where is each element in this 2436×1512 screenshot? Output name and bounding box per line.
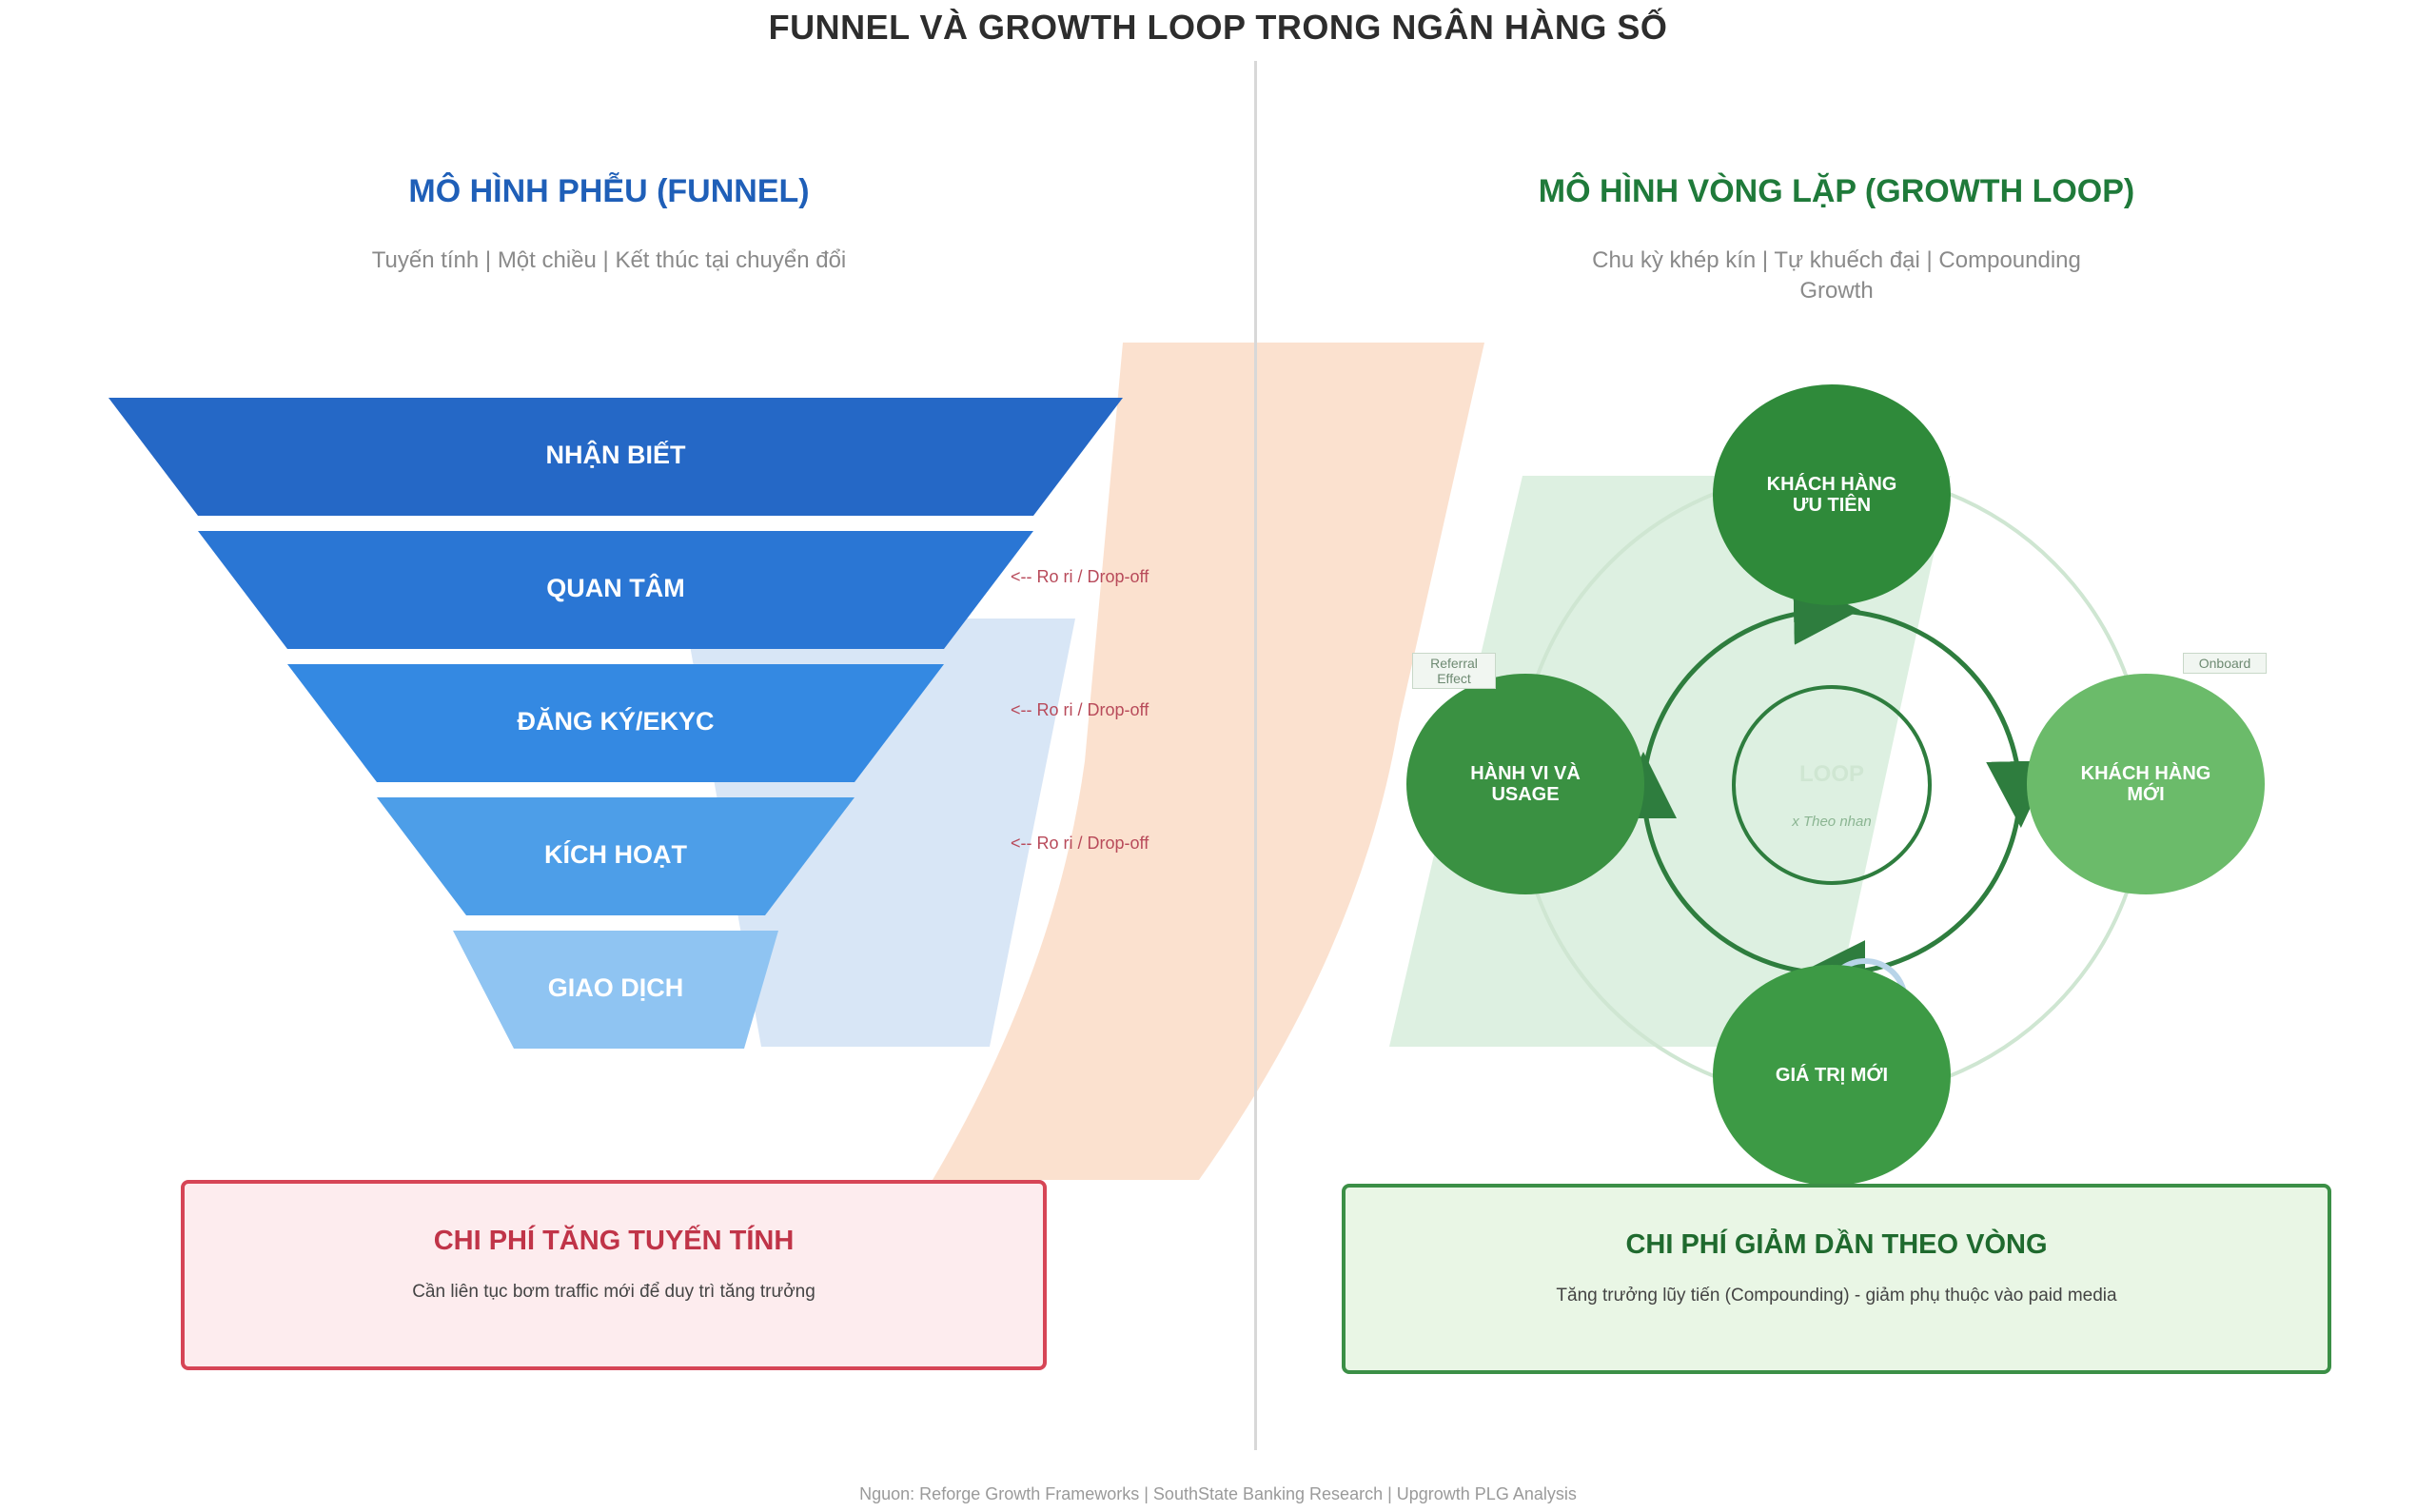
funnel-graphic: [108, 398, 1123, 1049]
node-behavior-usage-label: HÀNH VI VÀ USAGE: [1470, 763, 1581, 805]
funnel-label-1: NHẬN BIẾT: [545, 441, 686, 469]
small-label-right: Onboard: [2183, 653, 2267, 674]
linear-cost-title: CHI PHÍ TĂNG TUYẾN TÍNH: [433, 1226, 795, 1256]
compounding-cost-text: Tăng trưởng lũy tiến (Compounding) - giả…: [1556, 1286, 2117, 1306]
dropoff-label-1: <-- Ro ri / Drop-off: [1011, 567, 1149, 586]
small-label-left: Referral Effect: [1412, 653, 1496, 689]
node-new-customer: KHÁCH HÀNG MỚI: [2027, 674, 2265, 894]
funnel-subtitle: Tuyến tính | Một chiều | Kết thúc tại ch…: [371, 247, 847, 273]
funnel-stage-5: [453, 931, 778, 1049]
center-divider: [1254, 61, 1257, 1450]
loop-title: MÔ HÌNH VÒNG LẶP (GROWTH LOOP): [1538, 173, 2135, 209]
linear-cost-text: Cần liên tục bơm traffic mới để duy trì …: [412, 1282, 815, 1302]
source-footnote: Nguon: Reforge Growth Frameworks | South…: [859, 1484, 1577, 1503]
funnel-stage-3: [287, 664, 944, 782]
funnel-stage-2: [198, 531, 1033, 649]
funnel-label-3: ĐĂNG KÝ/EKYC: [517, 707, 715, 736]
funnel-label-2: QUAN TÂM: [546, 574, 685, 602]
loop-arrow-bottom-left: [1610, 752, 1833, 976]
node-new-value: GIÁ TRỊ MỚI: [1713, 965, 1951, 1186]
funnel-title: MÔ HÌNH PHỄU (FUNNEL): [408, 173, 810, 209]
compounding-cost-title: CHI PHÍ GIẢM DẦN THEO VÒNG: [1625, 1229, 2048, 1260]
funnel-label-4: KÍCH HOẠT: [544, 840, 687, 869]
node-behavior-usage: HÀNH VI VÀ USAGE: [1406, 674, 1644, 894]
node-new-customer-label: KHÁCH HÀNG MỚI: [2080, 763, 2211, 805]
loop-center-ring: [1732, 685, 1932, 885]
node-priority-customer: KHÁCH HÀNG ƯU TIÊN: [1713, 384, 1951, 605]
watermark-shape-orange: [933, 343, 1484, 1180]
loop-subtitle: Chu kỳ khép kín | Tự khuếch đại | Compou…: [1592, 247, 2081, 304]
funnel-stage-4: [377, 797, 855, 915]
node-new-value-label: GIÁ TRỊ MỚI: [1775, 1065, 1889, 1086]
linear-cost-box: CHI PHÍ TĂNG TUYẾN TÍNH Cần liên tục bơm…: [181, 1180, 1047, 1370]
loop-center-sub: x Theo nhan: [1792, 814, 1872, 830]
dropoff-label-3: <-- Ro ri / Drop-off: [1011, 834, 1149, 853]
funnel-label-5: GIAO DỊCH: [547, 973, 684, 1002]
loop-arrow-right-bottom: [1798, 794, 2023, 1008]
node-priority-customer-label: KHÁCH HÀNG ƯU TIÊN: [1766, 474, 1897, 516]
diagram-title: FUNNEL VÀ GROWTH LOOP TRONG NGÂN HÀNG SỐ: [768, 8, 1668, 47]
loop-center-label: LOOP: [1798, 761, 1864, 787]
loop-arrow-left-top: [1640, 578, 1860, 786]
dropoff-label-2: <-- Ro ri / Drop-off: [1011, 700, 1149, 719]
loop-arrow-top-right: [1836, 608, 2053, 828]
compounding-cost-box: CHI PHÍ GIẢM DẦN THEO VÒNG Tăng trưởng l…: [1342, 1184, 2331, 1374]
funnel-stage-1: [108, 398, 1123, 516]
